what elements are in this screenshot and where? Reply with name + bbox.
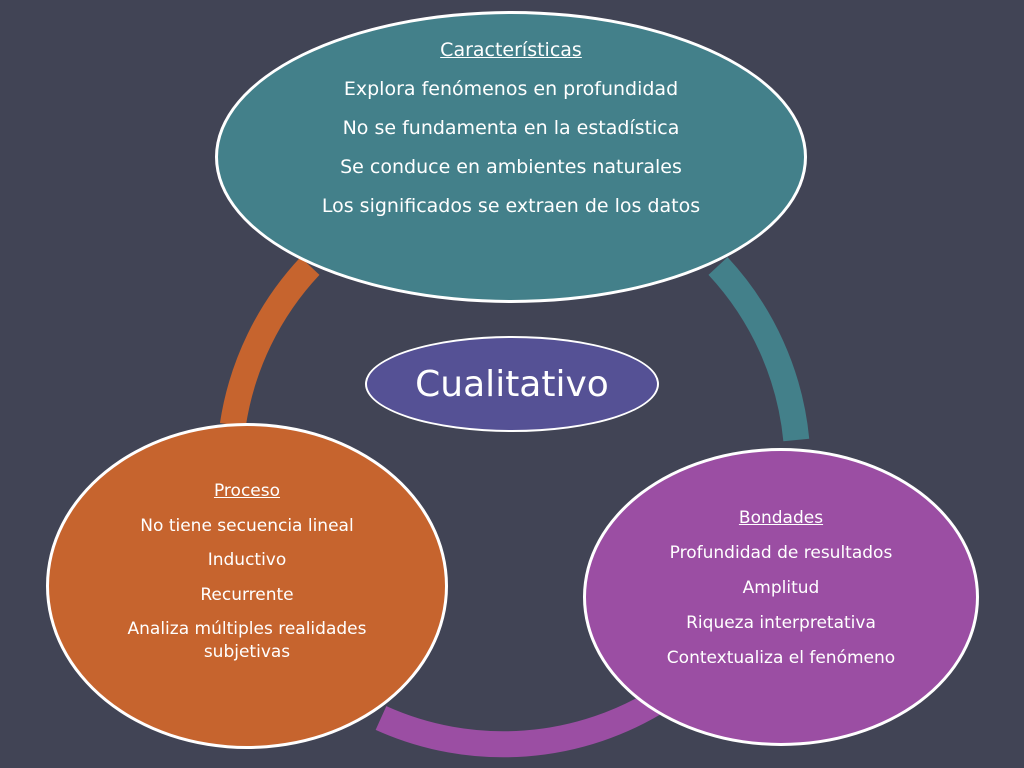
cycle-arc-strengths xyxy=(375,686,672,758)
strengths-item: Contextualiza el fenómeno xyxy=(666,648,896,668)
characteristics-heading: Características xyxy=(440,39,582,61)
center-node: Cualitativo xyxy=(365,336,659,432)
process-item: Analiza múltiples realidades subjetivas xyxy=(127,619,367,662)
process-heading: Proceso xyxy=(213,481,281,501)
characteristics-node: Características Explora fenómenos en pro… xyxy=(215,11,807,303)
strengths-heading: Bondades xyxy=(738,508,824,528)
cycle-arc-characteristics xyxy=(708,257,810,442)
strengths-item: Amplitud xyxy=(742,578,820,598)
process-item: Inductivo xyxy=(207,550,287,570)
process-item: Recurrente xyxy=(200,584,294,605)
strengths-node: Bondades Profundidad de resultados Ampli… xyxy=(583,448,979,746)
characteristics-item: Se conduce en ambientes naturales xyxy=(340,156,682,178)
strengths-item: Riqueza interpretativa xyxy=(686,613,876,633)
characteristics-item: Los significados se extraen de los datos xyxy=(321,195,701,217)
process-node: Proceso No tiene secuencia lineal Induct… xyxy=(46,423,448,749)
cycle-arc-process xyxy=(219,257,320,428)
characteristics-item: No se fundamenta en la estadística xyxy=(342,117,680,139)
center-label: Cualitativo xyxy=(415,363,609,405)
process-item: No tiene secuencia lineal xyxy=(140,515,354,536)
characteristics-item: Explora fenómenos en profundidad xyxy=(343,78,679,100)
strengths-item: Profundidad de resultados xyxy=(669,543,893,563)
